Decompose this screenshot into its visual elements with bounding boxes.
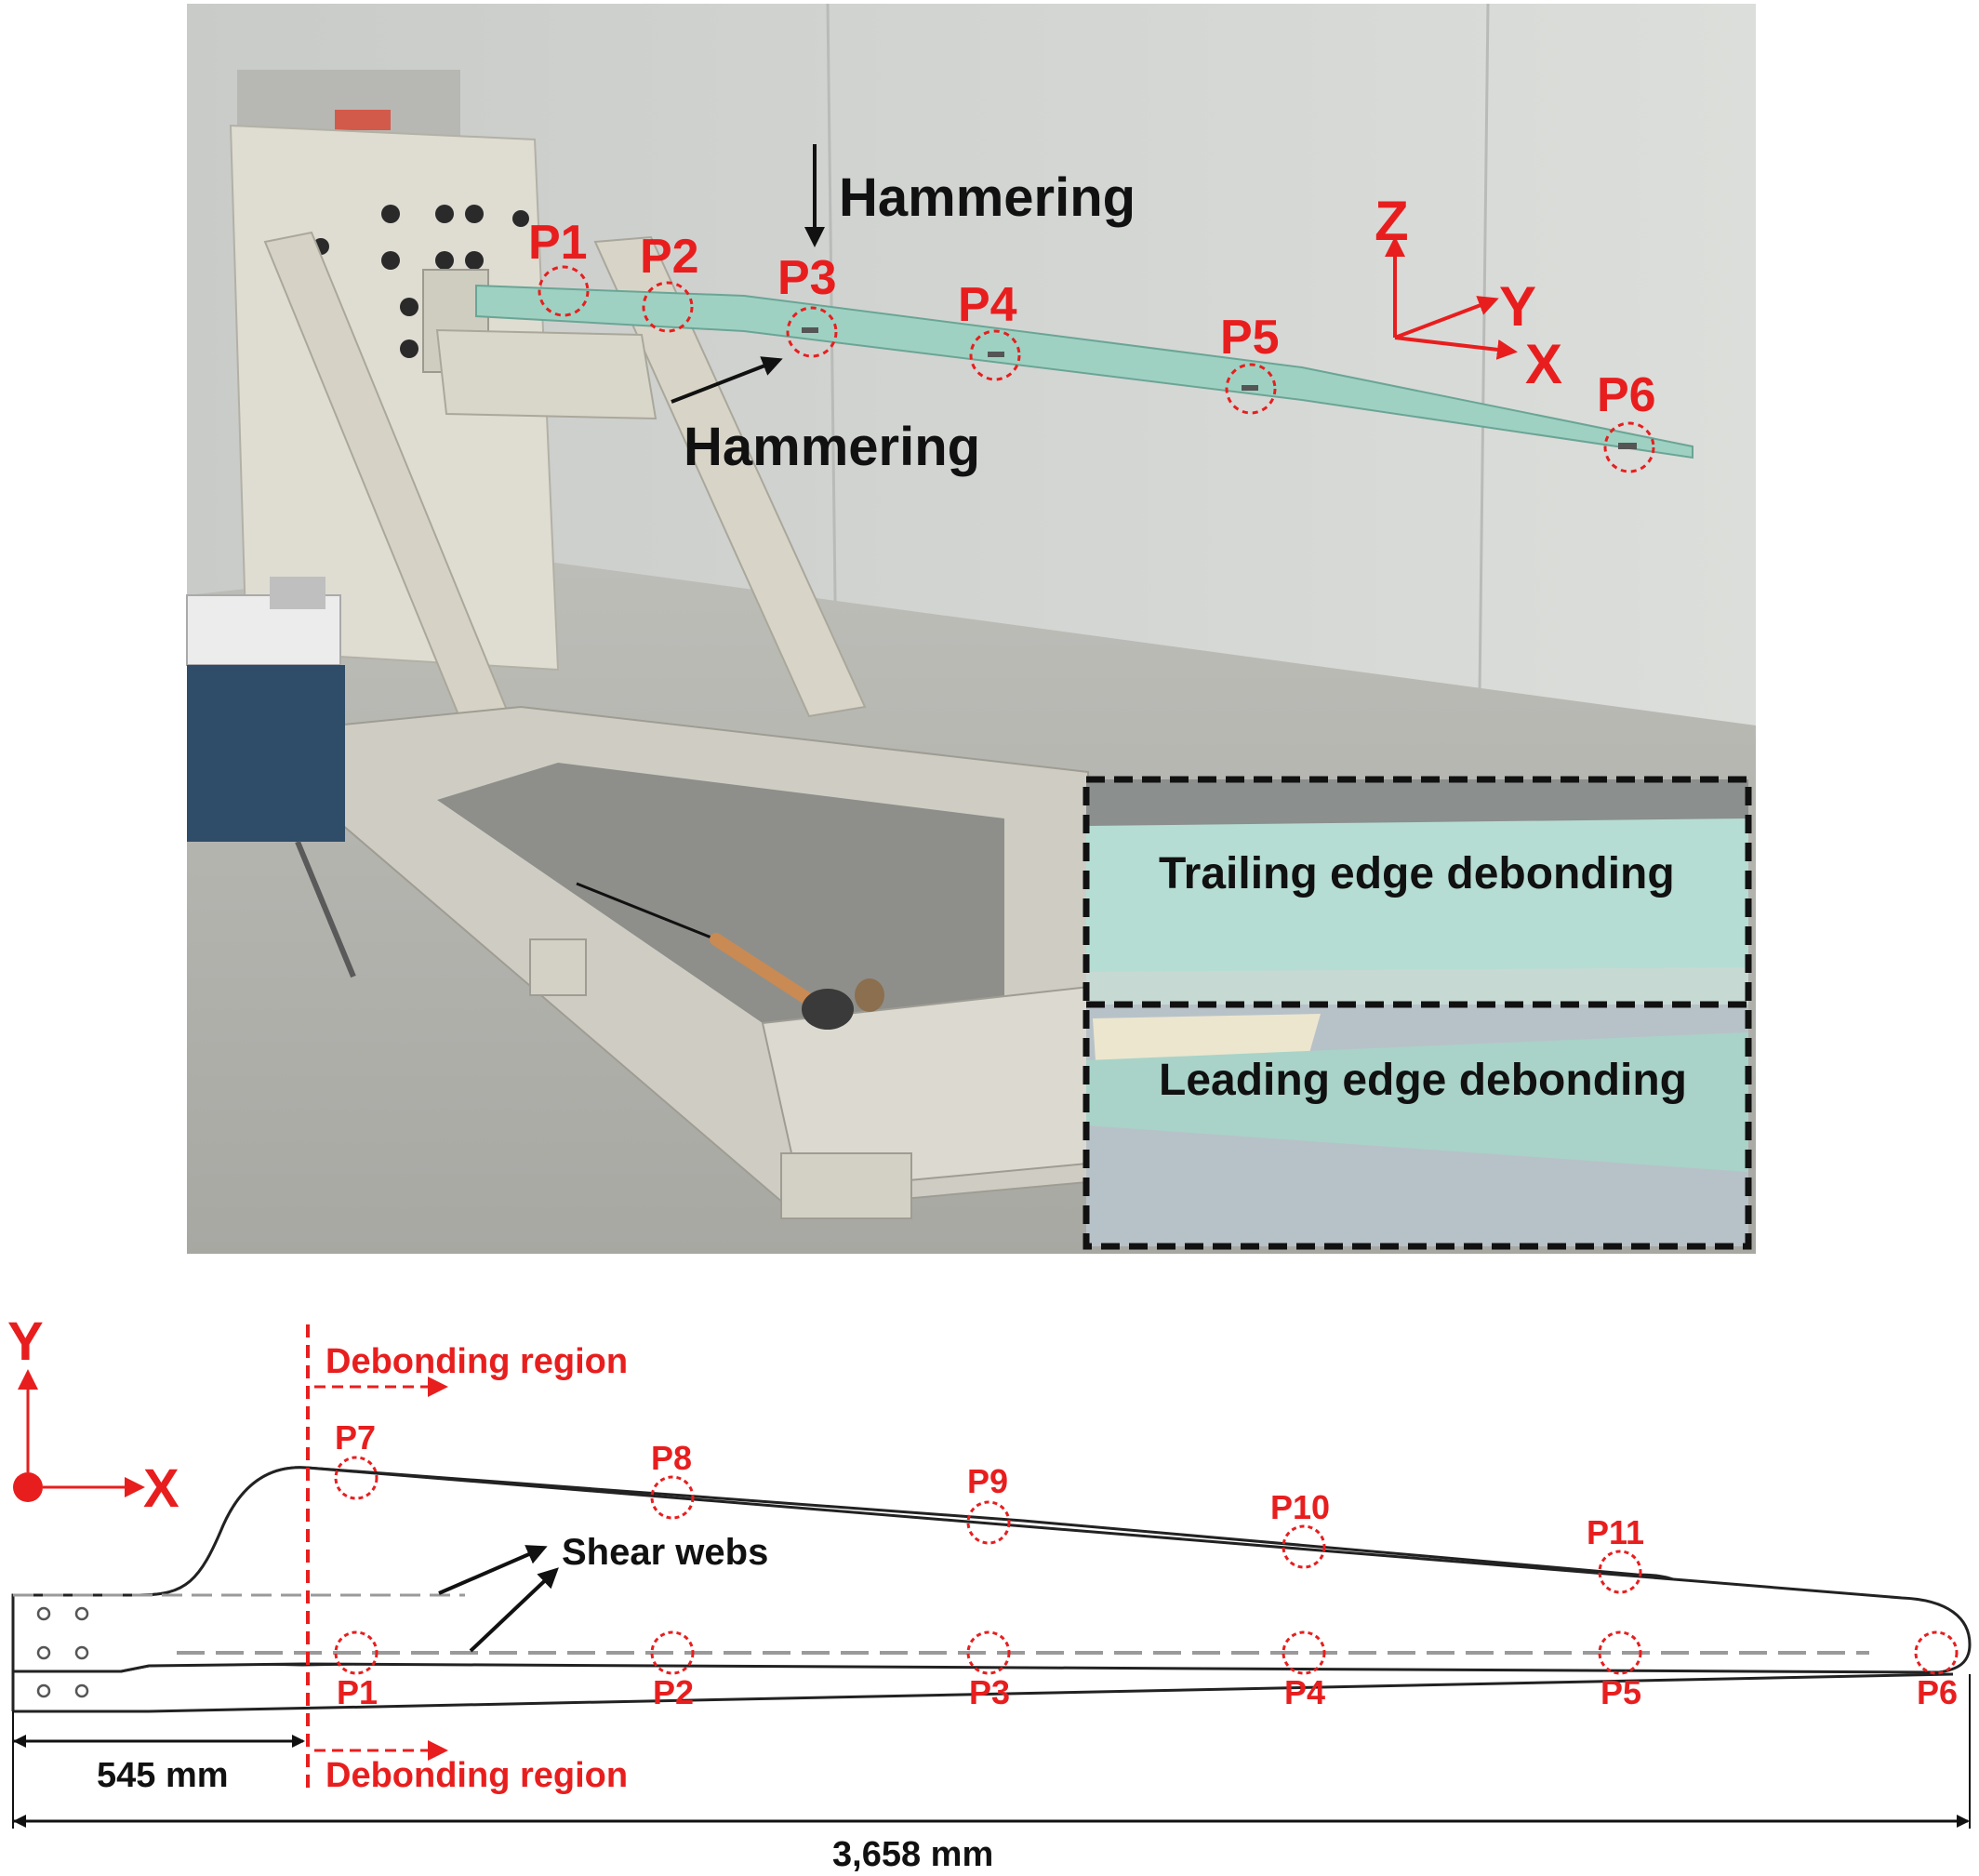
blade-lower-edge	[148, 1672, 1954, 1713]
label-p10: P10	[1270, 1488, 1330, 1526]
label-p3: P3	[969, 1673, 1010, 1711]
impact-hammer-tip	[855, 978, 884, 1012]
rig-right-brace	[593, 235, 867, 718]
inset-frame	[1082, 776, 1752, 1250]
blade-schematic: Y X Shear webs Debonding region Debondin…	[7, 1311, 1972, 1874]
hammering-label-top: Hammering	[839, 167, 1136, 228]
label-p8: P8	[651, 1439, 692, 1477]
photo-label-p6: P6	[1597, 368, 1656, 422]
photo-marker-p4	[969, 329, 1021, 381]
debonding-region-label-top: Debonding region	[325, 1342, 628, 1381]
upper-point-labels: P7 P8 P9 P10 P11	[335, 1418, 1644, 1551]
inset-trailing-blade	[1086, 818, 1748, 972]
shear-webs-arrow-upper	[438, 1545, 548, 1595]
label-p9: P9	[967, 1462, 1008, 1500]
impact-hammer-head	[802, 989, 854, 1030]
origin-dot	[13, 1472, 43, 1502]
shear-webs-label: Shear webs	[562, 1532, 768, 1573]
axis-z-label: Z	[1375, 190, 1409, 252]
marker-p3	[966, 1630, 1011, 1675]
photo-label-p4: P4	[958, 278, 1017, 332]
rig-arm	[435, 328, 657, 420]
marker-p5	[1598, 1630, 1642, 1675]
photo-marker-p3	[786, 306, 838, 358]
photo-marker-p2	[642, 281, 694, 333]
inset-trailing-top	[1086, 779, 1748, 826]
lower-measurement-points	[334, 1630, 1959, 1675]
rig-foot	[780, 1152, 912, 1219]
marker-p2	[650, 1630, 695, 1675]
impact-hammer-cable	[576, 882, 717, 941]
dim-root-label: 545 mm	[97, 1756, 229, 1795]
wind-turbine-blade	[475, 284, 1693, 459]
photo-marker-p5	[1225, 363, 1277, 415]
label-p7: P7	[335, 1418, 376, 1457]
axis-x-arrow	[1394, 336, 1518, 360]
label-p1: P1	[337, 1673, 378, 1711]
debonding-inset: Trailing edge debonding Leading edge deb…	[1082, 776, 1752, 1250]
label-p11: P11	[1587, 1513, 1644, 1551]
label-p5: P5	[1600, 1673, 1641, 1711]
hammering-arrow-lateral	[671, 356, 783, 404]
photo-marker-p1	[538, 265, 590, 317]
rig-base-opening	[437, 763, 1004, 1023]
wall-seam	[1477, 3, 1490, 773]
dim-total-arrow-start	[13, 1815, 26, 1828]
test-setup-photo: P1 P2 P3 P4 P5 P6 Hammering Hammering Z …	[186, 3, 1756, 1254]
photo-label-p2: P2	[640, 230, 699, 284]
schematic-axis-x-label: X	[143, 1458, 179, 1519]
axis-x-label: X	[1525, 333, 1562, 395]
inset-leading-blade	[1086, 1032, 1748, 1172]
dim-root-arrow-start	[13, 1735, 26, 1748]
inset-leading-label: Leading edge debonding	[1159, 1056, 1687, 1105]
chair-leg	[295, 840, 356, 978]
axis-y-label: Y	[1499, 275, 1536, 338]
upper-measurement-points	[334, 1456, 1642, 1594]
schematic-axis-y-label: Y	[7, 1311, 44, 1372]
label-p2: P2	[653, 1673, 694, 1711]
photo-measurement-markers	[538, 265, 1655, 473]
marker-p4	[1282, 1630, 1326, 1675]
photo-sensors	[802, 327, 1637, 449]
warning-label	[335, 110, 391, 130]
chair	[187, 665, 345, 842]
photo-label-p5: P5	[1220, 311, 1280, 365]
marker-p11	[1598, 1550, 1642, 1594]
shear-webs-arrow-lower	[469, 1567, 559, 1653]
impact-hammer-handle	[710, 933, 816, 1006]
marker-p9	[966, 1500, 1011, 1545]
photo-label-p3: P3	[777, 251, 837, 305]
lower-point-labels: P1 P2 P3 P4 P5 P6	[337, 1673, 1958, 1711]
axis-y-arrow	[1394, 296, 1499, 339]
label-p6: P6	[1917, 1673, 1958, 1711]
rig-foot	[529, 938, 587, 996]
dim-total-label: 3,658 mm	[832, 1835, 993, 1874]
marker-p1	[334, 1630, 379, 1675]
marker-p10	[1282, 1524, 1326, 1569]
marker-p7	[334, 1456, 379, 1500]
hammering-label-side: Hammering	[684, 417, 980, 477]
label-p4: P4	[1284, 1673, 1325, 1711]
debonding-region-label-bottom: Debonding region	[325, 1756, 628, 1795]
photo-label-p1: P1	[528, 216, 588, 270]
photo-axis-triad: Z Y X	[1375, 190, 1562, 395]
data-acquisition-device	[270, 577, 325, 609]
photo-point-labels: P1 P2 P3 P4 P5 P6	[528, 216, 1656, 422]
marker-p6	[1914, 1630, 1959, 1675]
inset-trailing-label: Trailing edge debonding	[1159, 849, 1675, 898]
root-bolt-holes	[36, 1606, 89, 1698]
photo-marker-p6	[1603, 421, 1655, 473]
marker-p8	[650, 1475, 695, 1520]
